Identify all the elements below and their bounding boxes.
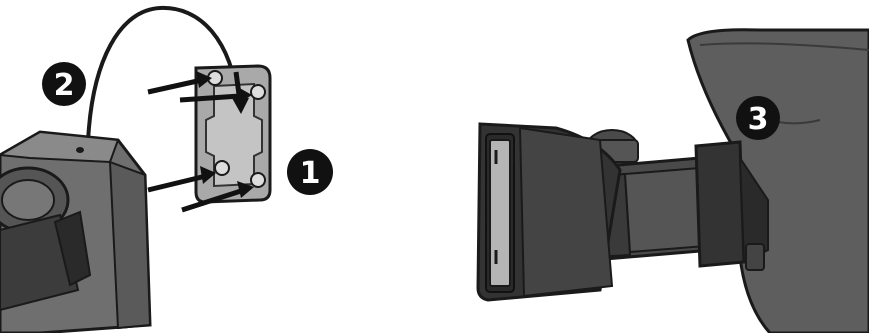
step-number: 2 [54, 68, 75, 103]
step-badge-3: 3 [736, 96, 780, 140]
step-badge-2: 2 [42, 62, 86, 106]
right-panel: 3 [478, 30, 869, 333]
camera-body-icon [0, 132, 150, 333]
mounting-plate-icon [196, 66, 270, 202]
step-badge-1: 1 [287, 149, 333, 195]
left-panel: 2 1 [0, 8, 333, 333]
mounting-base-icon [478, 124, 620, 300]
step-number: 3 [748, 102, 769, 137]
step-number: 1 [300, 156, 321, 191]
